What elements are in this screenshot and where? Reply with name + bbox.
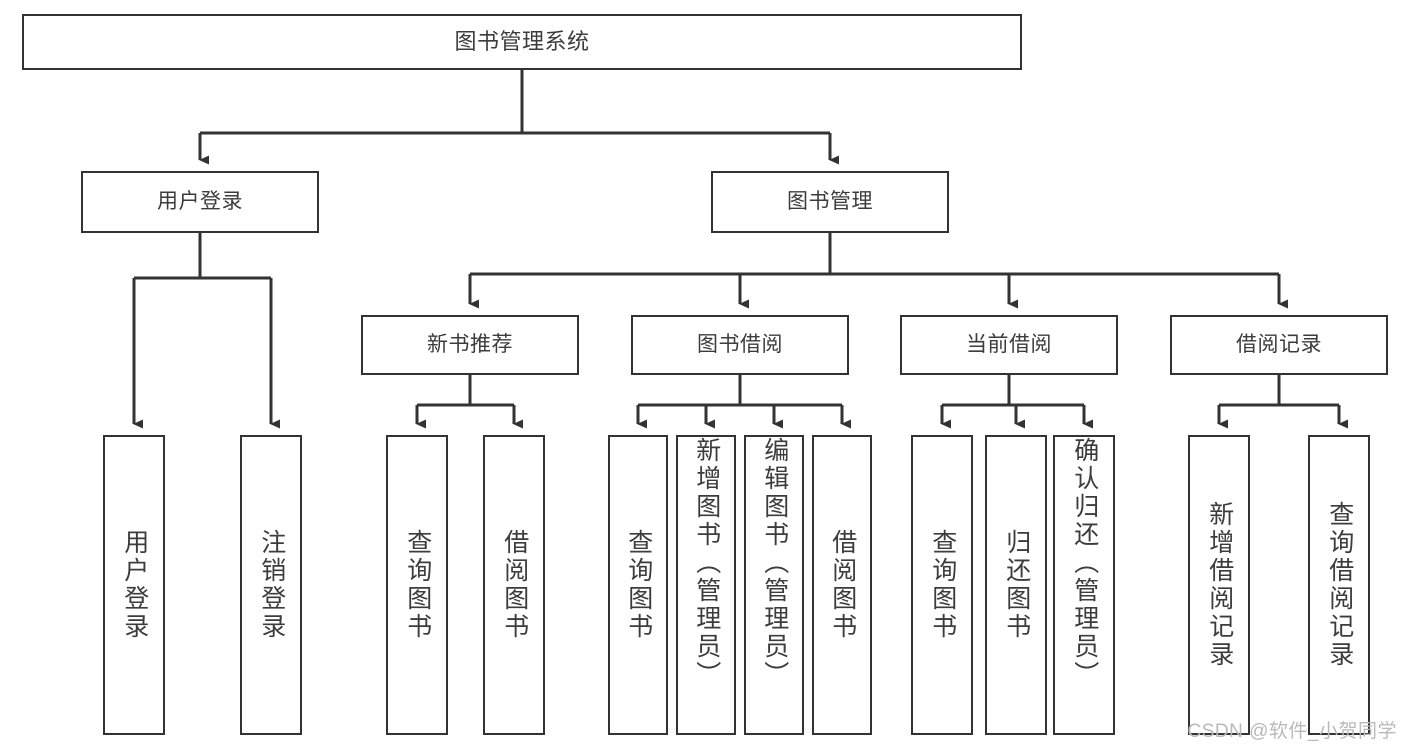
node-label: 查询图书 [403,529,432,641]
node-label: 查询图书 [928,529,957,641]
node-label: 新增借阅记录 [1205,501,1234,669]
node-leaf-return-book[interactable]: 归还图书 [985,435,1047,735]
node-label: 当前借阅 [966,333,1052,357]
node-label: 编辑图书（管理员） [760,437,789,689]
node-label: 新书推荐 [427,333,513,357]
node-root-book-management-system[interactable]: 图书管理系统 [22,14,1022,70]
node-new-book-recommendation[interactable]: 新书推荐 [361,315,579,375]
node-leaf-logout[interactable]: 注销登录 [240,435,302,735]
node-leaf-add-book-admin[interactable]: 新增图书（管理员） [676,435,736,735]
node-label: 确认归还（管理员） [1070,437,1099,689]
node-label: 查询借阅记录 [1325,501,1354,669]
node-leaf-add-borrow-record[interactable]: 新增借阅记录 [1188,435,1250,735]
node-user-login[interactable]: 用户登录 [81,171,319,233]
node-leaf-query-book-current[interactable]: 查询图书 [911,435,973,735]
edges-record-to-leaves [1217,375,1348,429]
node-leaf-user-login[interactable]: 用户登录 [103,435,165,735]
node-leaf-query-book-newbook[interactable]: 查询图书 [386,435,448,735]
node-leaf-borrow-book-newbook[interactable]: 借阅图书 [483,435,545,735]
edges-root-to-level2 [198,70,839,165]
edges-current-to-leaves [940,375,1093,429]
node-label: 用户登录 [120,529,149,641]
node-label: 查询图书 [624,529,653,641]
node-label: 新增图书（管理员） [692,437,721,689]
node-label: 图书管理系统 [454,28,590,54]
node-leaf-confirm-return-admin[interactable]: 确认归还（管理员） [1053,435,1115,735]
edges-borrow-to-leaves [636,375,851,429]
node-leaf-borrow-book[interactable]: 借阅图书 [812,435,872,735]
node-label: 借阅记录 [1236,333,1322,357]
node-label: 借阅图书 [828,529,857,641]
edges-bookmgmt-to-level3 [468,233,1288,309]
node-label: 用户登录 [157,190,243,214]
node-current-borrow[interactable]: 当前借阅 [900,315,1118,375]
node-label: 注销登录 [257,529,286,641]
edges-userlogin-to-leaves [132,233,280,429]
node-leaf-edit-book-admin[interactable]: 编辑图书（管理员） [744,435,804,735]
node-label: 借阅图书 [500,529,529,641]
node-label: 图书借阅 [697,333,783,357]
node-leaf-query-book-borrow[interactable]: 查询图书 [608,435,668,735]
edges-newbook-to-leaves [415,375,523,429]
node-borrow-record[interactable]: 借阅记录 [1170,315,1388,375]
node-label: 归还图书 [1002,529,1031,641]
node-book-management[interactable]: 图书管理 [711,171,949,233]
node-label: 图书管理 [787,190,873,214]
node-leaf-query-borrow-record[interactable]: 查询借阅记录 [1308,435,1370,735]
node-book-borrow[interactable]: 图书借阅 [631,315,849,375]
